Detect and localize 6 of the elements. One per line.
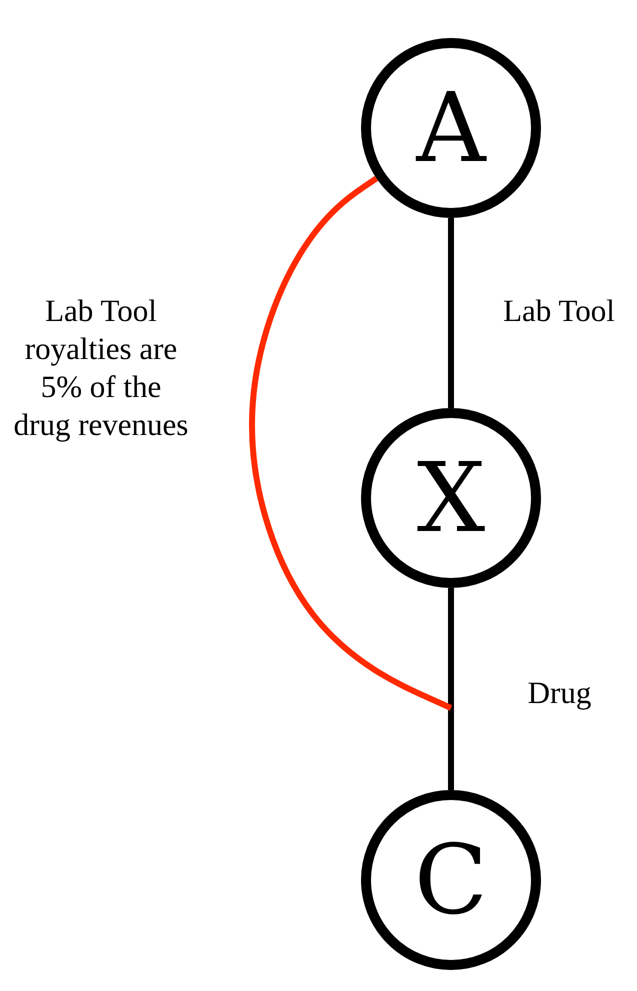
curved-line xyxy=(249,176,452,711)
connector-line xyxy=(448,588,454,790)
node-label: X xyxy=(416,450,486,546)
connector-line xyxy=(448,218,454,408)
node-label: C xyxy=(414,832,488,928)
node-label: A xyxy=(416,80,486,176)
